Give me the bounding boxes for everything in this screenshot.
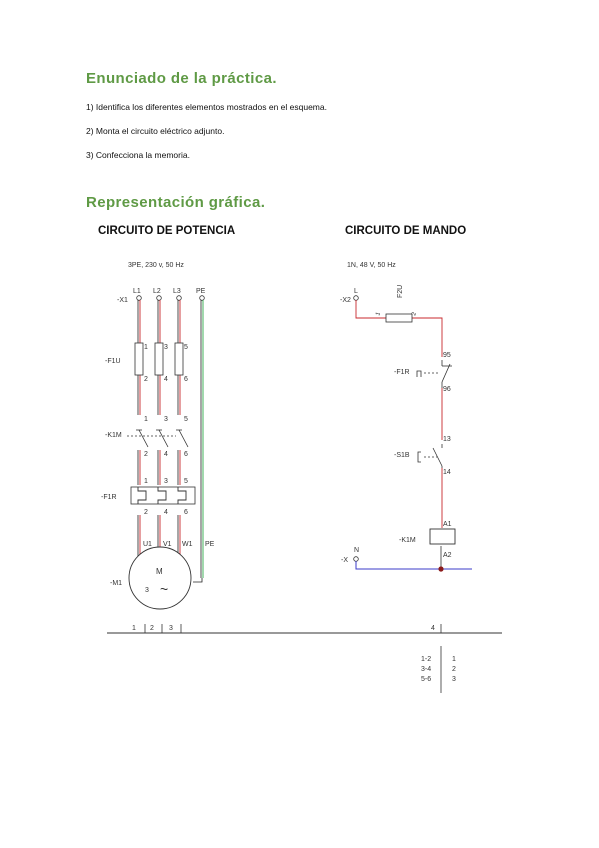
svg-text:~: ~ <box>160 581 168 597</box>
svg-text:L: L <box>354 288 358 295</box>
list-item: 2) Monta el circuito eléctrico adjunto. <box>86 126 225 136</box>
terminal-ref-x1: -X1 <box>117 297 128 304</box>
svg-text:5: 5 <box>184 416 188 423</box>
earth-wire <box>193 300 204 583</box>
svg-text:2: 2 <box>144 451 148 458</box>
pushbutton-ref: -S1B <box>394 452 410 459</box>
svg-text:2: 2 <box>144 376 148 383</box>
control-wires <box>355 300 443 568</box>
statement-title: Enunciado de la práctica. <box>86 70 277 87</box>
coil-symbol <box>429 528 456 545</box>
svg-text:96: 96 <box>443 386 451 393</box>
svg-text:PE: PE <box>205 541 215 548</box>
svg-text:6: 6 <box>184 509 188 516</box>
svg-text:2: 2 <box>452 666 456 673</box>
svg-text:3: 3 <box>164 344 168 351</box>
control-fuse-ref: F2U <box>397 285 404 298</box>
thermal-elements <box>137 487 187 504</box>
control-supply-label: 1N, 48 V, 50 Hz <box>347 262 396 269</box>
motor-ref: -M1 <box>110 580 122 587</box>
svg-text:N: N <box>354 547 359 554</box>
control-fuse-symbol <box>385 313 413 323</box>
terminal-ref-x2: -X2 <box>340 297 351 304</box>
svg-text:A2: A2 <box>443 552 452 559</box>
svg-text:14: 14 <box>443 469 451 476</box>
svg-text:3: 3 <box>145 587 149 594</box>
svg-text:W1: W1 <box>182 541 193 548</box>
svg-text:4: 4 <box>164 509 168 516</box>
svg-text:V1: V1 <box>163 541 172 548</box>
svg-text:2: 2 <box>144 509 148 516</box>
coil-ref: -K1M <box>399 537 416 544</box>
svg-text:3: 3 <box>164 416 168 423</box>
fuse-symbols <box>134 342 184 376</box>
contactor-contacts <box>127 429 189 448</box>
pushbutton-symbol <box>417 444 443 468</box>
svg-text:1: 1 <box>144 416 148 423</box>
thermal-relay-box <box>130 486 196 505</box>
line-label-l1: L1 <box>133 288 141 295</box>
svg-text:13: 13 <box>443 436 451 443</box>
svg-text:2: 2 <box>150 625 154 632</box>
svg-text:A1: A1 <box>443 521 452 528</box>
svg-text:3-4: 3-4 <box>421 666 431 673</box>
motor-symbol <box>128 546 192 610</box>
svg-text:M: M <box>156 567 163 576</box>
neutral-ref: -X <box>341 557 348 564</box>
svg-text:1: 1 <box>375 311 382 317</box>
relay-contact-ref: -F1R <box>394 369 410 376</box>
control-circuit-caption: CIRCUITO DE MANDO <box>345 225 467 237</box>
svg-text:1: 1 <box>144 344 148 351</box>
svg-text:4: 4 <box>164 376 168 383</box>
list-item: 1) Identifica los diferentes elementos m… <box>86 102 327 112</box>
svg-text:1: 1 <box>132 625 136 632</box>
svg-text:2: 2 <box>411 311 418 317</box>
svg-text:U1: U1 <box>143 541 152 548</box>
svg-text:6: 6 <box>184 376 188 383</box>
svg-text:5: 5 <box>184 478 188 485</box>
fuse-ref: -F1U <box>105 358 121 365</box>
line-label-l3: L3 <box>173 288 181 295</box>
line-label-pe: PE <box>196 288 206 295</box>
graphic-title: Representación gráfica. <box>86 194 266 211</box>
svg-text:5-6: 5-6 <box>421 676 431 683</box>
terminal-circles <box>136 295 205 301</box>
svg-text:4: 4 <box>164 451 168 458</box>
phase-wires <box>137 300 181 557</box>
svg-text:5: 5 <box>184 344 188 351</box>
svg-text:1: 1 <box>452 656 456 663</box>
power-supply-label: 3PE, 230 v, 50 Hz <box>128 262 184 269</box>
power-circuit-caption: CIRCUITO DE POTENCIA <box>98 225 236 237</box>
contactor-ref: -K1M <box>105 432 122 439</box>
svg-text:4: 4 <box>431 625 435 632</box>
list-item: 3) Confecciona la memoria. <box>86 150 190 160</box>
svg-text:1: 1 <box>144 478 148 485</box>
svg-text:3: 3 <box>452 676 456 683</box>
svg-text:6: 6 <box>184 451 188 458</box>
svg-text:95: 95 <box>443 352 451 359</box>
relay-ref: -F1R <box>101 494 117 501</box>
junction-dot <box>438 566 444 572</box>
line-label-l2: L2 <box>153 288 161 295</box>
svg-text:3: 3 <box>169 625 173 632</box>
svg-text:3: 3 <box>164 478 168 485</box>
svg-text:1-2: 1-2 <box>421 656 431 663</box>
neutral-wire <box>355 561 472 570</box>
relay-nc-contact <box>416 360 452 388</box>
